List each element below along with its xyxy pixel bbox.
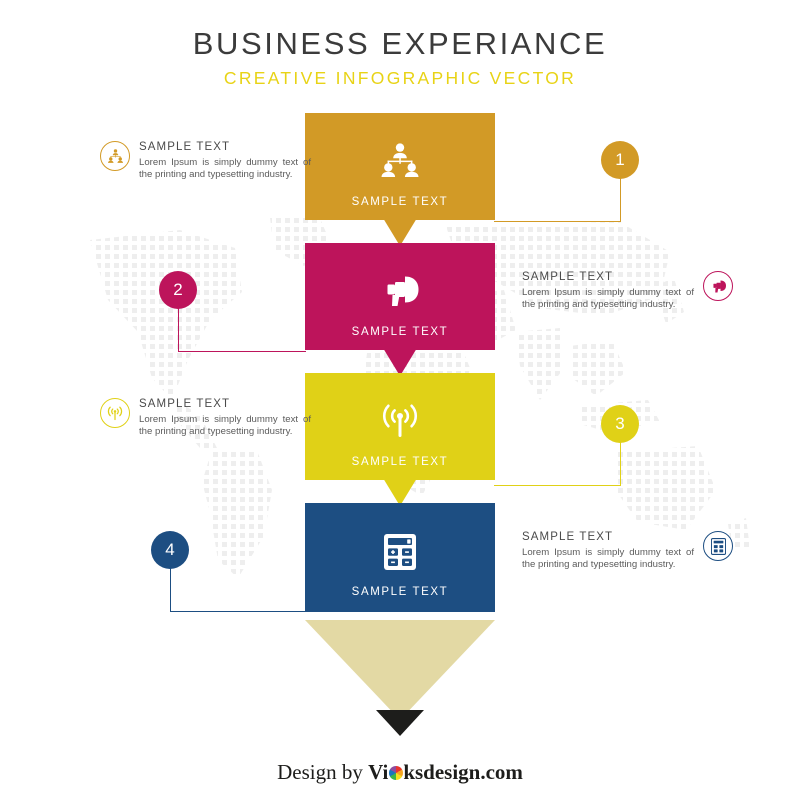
header: BUSINESS EXPERIANCE CREATIVE INFOGRAPHIC… <box>0 26 800 89</box>
step-badge-4-number: 4 <box>165 540 175 559</box>
brand-part-2: ksdesign.com <box>403 760 523 784</box>
info-body-1: Lorem Ipsum is simply dummy text of the … <box>139 157 311 181</box>
page-subtitle: CREATIVE INFOGRAPHIC VECTOR <box>223 68 577 88</box>
pencil-wood-tip <box>305 620 495 720</box>
color-wheel-icon <box>388 766 403 780</box>
calculator-icon <box>305 533 495 571</box>
info-block-2: SAMPLE TEXT Lorem Ipsum is simply dummy … <box>522 271 762 312</box>
step-badge-1[interactable]: 1 <box>601 141 639 179</box>
info-body-3: Lorem Ipsum is simply dummy text of the … <box>139 414 311 438</box>
info-text-1: SAMPLE TEXT Lorem Ipsum is simply dummy … <box>139 141 311 182</box>
broadcast-icon <box>100 398 130 428</box>
info-text-2: SAMPLE TEXT Lorem Ipsum is simply dummy … <box>522 271 694 312</box>
banner-step-1[interactable]: SAMPLE TEXT <box>305 113 495 246</box>
broadcast-icon <box>305 403 495 439</box>
banner-label-3: SAMPLE TEXT <box>351 456 449 468</box>
banner-notch-3 <box>305 478 495 506</box>
calculator-icon <box>703 531 733 561</box>
team-icon <box>100 141 130 171</box>
info-heading-1: SAMPLE TEXT <box>139 141 231 153</box>
info-block-4: SAMPLE TEXT Lorem Ipsum is simply dummy … <box>522 531 762 572</box>
banner-label-2: SAMPLE TEXT <box>351 326 449 338</box>
info-block-1: SAMPLE TEXT Lorem Ipsum is simply dummy … <box>100 141 340 182</box>
info-text-4: SAMPLE TEXT Lorem Ipsum is simply dummy … <box>522 531 694 572</box>
banner-step-3[interactable]: SAMPLE TEXT <box>305 373 495 506</box>
step-badge-4[interactable]: 4 <box>151 531 189 569</box>
team-icon <box>305 143 495 177</box>
info-heading-4: SAMPLE TEXT <box>522 531 614 543</box>
banner-label-4: SAMPLE TEXT <box>351 586 449 598</box>
brand-part-1: Vi <box>368 760 389 784</box>
banner-notch-1 <box>305 218 495 246</box>
info-heading-2: SAMPLE TEXT <box>522 271 614 283</box>
step-badge-3-number: 3 <box>615 414 625 433</box>
page-title: BUSINESS EXPERIANCE <box>192 26 608 61</box>
pencil-lead-tip <box>376 710 424 736</box>
info-text-3: SAMPLE TEXT Lorem Ipsum is simply dummy … <box>139 398 311 439</box>
info-body-4: Lorem Ipsum is simply dummy text of the … <box>522 547 694 571</box>
brand-name[interactable]: Vi ksdesign.com <box>368 760 523 784</box>
info-block-3: SAMPLE TEXT Lorem Ipsum is simply dummy … <box>100 398 340 439</box>
banner-notch-2 <box>305 348 495 376</box>
footer-prefix: Design by <box>277 760 369 784</box>
step-badge-1-number: 1 <box>615 150 625 169</box>
info-body-2: Lorem Ipsum is simply dummy text of the … <box>522 287 694 311</box>
footer-credit: Design by Vi ksdesign.com <box>0 760 800 785</box>
banner-step-2[interactable]: SAMPLE TEXT <box>305 243 495 376</box>
step-badge-3[interactable]: 3 <box>601 405 639 443</box>
banner-step-4[interactable]: SAMPLE TEXT <box>305 503 495 612</box>
step-badge-2-number: 2 <box>173 280 183 299</box>
info-heading-3: SAMPLE TEXT <box>139 398 231 410</box>
megaphone-icon <box>305 273 495 307</box>
banner-label-1: SAMPLE TEXT <box>351 196 449 208</box>
step-badge-2[interactable]: 2 <box>159 271 197 309</box>
megaphone-icon <box>703 271 733 301</box>
